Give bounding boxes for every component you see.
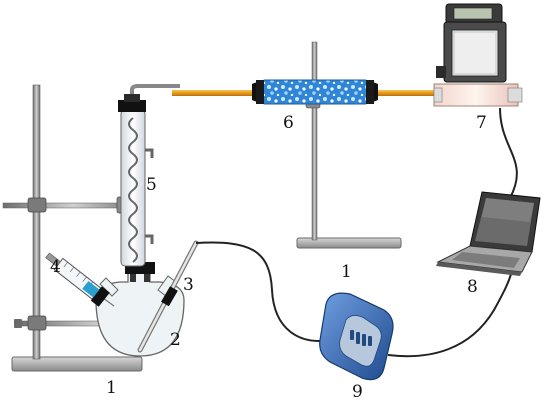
middle-stand-rod (311, 41, 318, 241)
thermometer-probe (137, 240, 199, 353)
label-data-logger: 9 (352, 382, 363, 402)
condenser-top-joint (118, 100, 146, 112)
lower-bosshead (27, 315, 47, 331)
meter-laptop-cable (499, 107, 518, 199)
label-stand-left: 1 (106, 378, 117, 398)
lower-clamp-knob (14, 319, 22, 328)
data-logger-panel (339, 315, 382, 367)
gas-tube-1 (172, 90, 258, 96)
mass-flow-meter (433, 3, 523, 107)
middle-stand-base (296, 237, 402, 249)
flow-meter-display (453, 7, 493, 20)
upper-bosshead (27, 197, 47, 213)
condenser-inlet (145, 234, 154, 244)
desiccant-packing (261, 79, 369, 105)
flask-side-neck-left (99, 277, 119, 297)
flow-meter-outlet-fitting (507, 87, 523, 103)
label-flow-meter: 7 (476, 113, 487, 133)
outlet-glass-tube (130, 84, 180, 94)
stand-base (11, 356, 143, 372)
flow-meter-inlet-fitting (433, 87, 443, 103)
label-flask: 2 (170, 330, 181, 350)
syringe-hub (90, 286, 110, 307)
middle-retort-stand (296, 41, 402, 249)
flow-meter-base-block (433, 83, 519, 107)
label-thermometer: 3 (183, 275, 194, 295)
label-syringe: 4 (50, 257, 61, 277)
stand-rod (32, 84, 41, 360)
syringe (45, 252, 115, 307)
label-laptop: 8 (467, 277, 478, 297)
laptop-computer (436, 191, 541, 276)
laptop-keyboard (452, 252, 520, 268)
syringe-plunger (45, 252, 61, 267)
data-logger (319, 292, 394, 381)
label-condenser: 5 (146, 175, 157, 195)
condenser-coil (128, 117, 138, 263)
probe-logger-cable (195, 241, 331, 342)
label-stand-middle: 1 (341, 262, 352, 282)
probe-seal (161, 286, 178, 307)
desiccant-drying-tube (252, 79, 378, 105)
reflux-condenser (118, 84, 180, 267)
label-drying-tube: 6 (283, 113, 294, 133)
syringe-liquid (82, 280, 100, 298)
logger-laptop-cable (387, 269, 513, 358)
condenser-jacket (120, 109, 146, 267)
condenser-outlet (145, 148, 154, 158)
gas-tube-2 (378, 90, 434, 96)
